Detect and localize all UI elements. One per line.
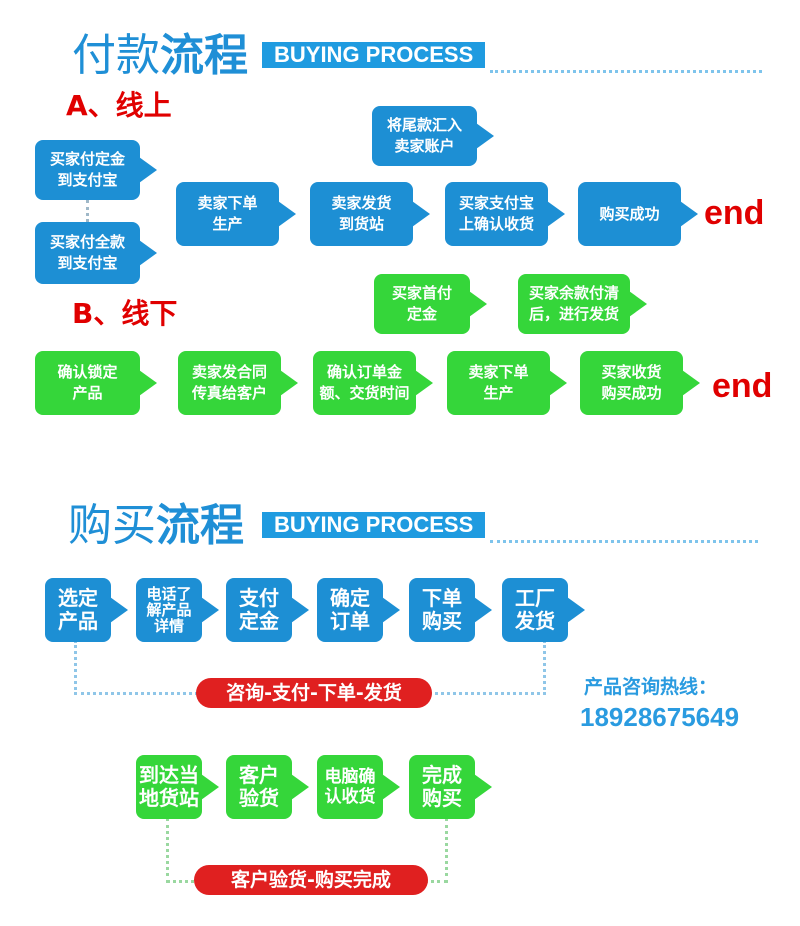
online-start-full: 买家付全款 到支付宝 — [35, 222, 157, 284]
payment-title-part1: 付款 — [72, 30, 160, 81]
purchase-step-3-text: 支付 定金 — [239, 586, 279, 633]
payment-section-title: 付款流程 — [72, 32, 248, 80]
online-start-connector — [86, 200, 89, 222]
online-step-4: 购买成功 — [578, 182, 698, 246]
online-step-3: 买家支付宝 上确认收货 — [445, 182, 565, 246]
purchase-step-5-text: 下单 购买 — [422, 586, 462, 633]
purchase-step-9-text: 电脑确 认收货 — [324, 767, 376, 807]
offline-upper-balance-text: 买家余款付清 后，进行发货 — [528, 284, 619, 323]
offline-step-1-text: 确认锁定 产品 — [57, 363, 118, 402]
online-end-label: end — [704, 194, 765, 232]
hotline-label: 产品咨询热线： — [584, 676, 718, 698]
offline-end-label: end — [712, 367, 773, 405]
purchase-section-tag: BUYING PROCESS — [262, 512, 486, 538]
purchase-section-title: 购买流程 — [68, 502, 244, 550]
offline-upper-balance: 买家余款付清 后，进行发货 — [518, 274, 647, 334]
online-start-deposit: 买家付定金 到支付宝 — [35, 140, 157, 200]
offline-step-2-text: 卖家发合同 传真给客户 — [191, 363, 267, 402]
offline-step-5: 买家收货 购买成功 — [580, 351, 700, 415]
online-start-deposit-text: 买家付定金 到支付宝 — [49, 150, 125, 189]
purchase-step-1-text: 选定 产品 — [58, 586, 98, 633]
online-step-4-text: 购买成功 — [599, 204, 660, 223]
offline-label: B、线下 — [72, 297, 178, 330]
online-start-full-text: 买家付全款 到支付宝 — [49, 233, 125, 272]
online-upper-box-text: 将尾款汇入 卖家账户 — [386, 116, 462, 155]
row2-summary-pill: 客户验货-购买完成 — [194, 865, 428, 895]
purchase-step-3: 支付 定金 — [226, 578, 309, 642]
purchase-title-divider — [490, 540, 758, 543]
purchase-step-4: 确定 订单 — [317, 578, 400, 642]
payment-title-part2: 流程 — [160, 30, 248, 81]
purchase-step-6-text: 工厂 发货 — [515, 586, 555, 633]
payment-section-tag: BUYING PROCESS — [262, 42, 486, 68]
payment-title-divider — [490, 70, 762, 73]
purchase-title-part1: 购买 — [68, 500, 156, 551]
offline-upper-deposit: 买家首付 定金 — [374, 274, 487, 334]
purchase-step-8: 客户 验货 — [226, 755, 309, 819]
online-step-3-text: 买家支付宝 上确认收货 — [458, 194, 534, 233]
purchase-step-5: 下单 购买 — [409, 578, 492, 642]
online-step-1: 卖家下单 生产 — [176, 182, 296, 246]
offline-step-3: 确认订单金 额、交货时间 — [313, 351, 433, 415]
offline-step-4-text: 卖家下单 生产 — [468, 363, 529, 402]
purchase-step-10-text: 完成 购买 — [422, 763, 462, 810]
purchase-step-8-text: 客户 验货 — [239, 763, 279, 810]
purchase-step-10: 完成 购买 — [409, 755, 492, 819]
offline-upper-deposit-text: 买家首付 定金 — [391, 284, 452, 323]
purchase-title-part2: 流程 — [156, 500, 244, 551]
online-label: A、线上 — [66, 89, 172, 122]
online-step-1-text: 卖家下单 生产 — [197, 194, 258, 233]
purchase-step-7-text: 到达当 地货站 — [139, 763, 199, 810]
online-step-2-text: 卖家发货 到货站 — [331, 194, 392, 233]
row1-summary-pill: 咨询-支付-下单-发货 — [196, 678, 432, 708]
online-step-2: 卖家发货 到货站 — [310, 182, 430, 246]
offline-step-4: 卖家下单 生产 — [447, 351, 567, 415]
purchase-step-1: 选定 产品 — [45, 578, 128, 642]
purchase-step-9: 电脑确 认收货 — [317, 755, 400, 819]
offline-step-3-text: 确认订单金 额、交货时间 — [319, 363, 410, 402]
hotline-number: 18928675649 — [580, 702, 740, 732]
purchase-step-2: 电话了 解产品 详情 — [136, 578, 219, 642]
offline-step-1: 确认锁定 产品 — [35, 351, 157, 415]
purchase-step-4-text: 确定 订单 — [330, 586, 370, 633]
offline-step-2: 卖家发合同 传真给客户 — [178, 351, 298, 415]
purchase-step-7: 到达当 地货站 — [136, 755, 219, 819]
offline-step-5-text: 买家收货 购买成功 — [601, 363, 662, 402]
purchase-step-2-text: 电话了 解产品 详情 — [146, 585, 192, 635]
purchase-step-6: 工厂 发货 — [502, 578, 585, 642]
online-upper-box: 将尾款汇入 卖家账户 — [372, 106, 494, 166]
